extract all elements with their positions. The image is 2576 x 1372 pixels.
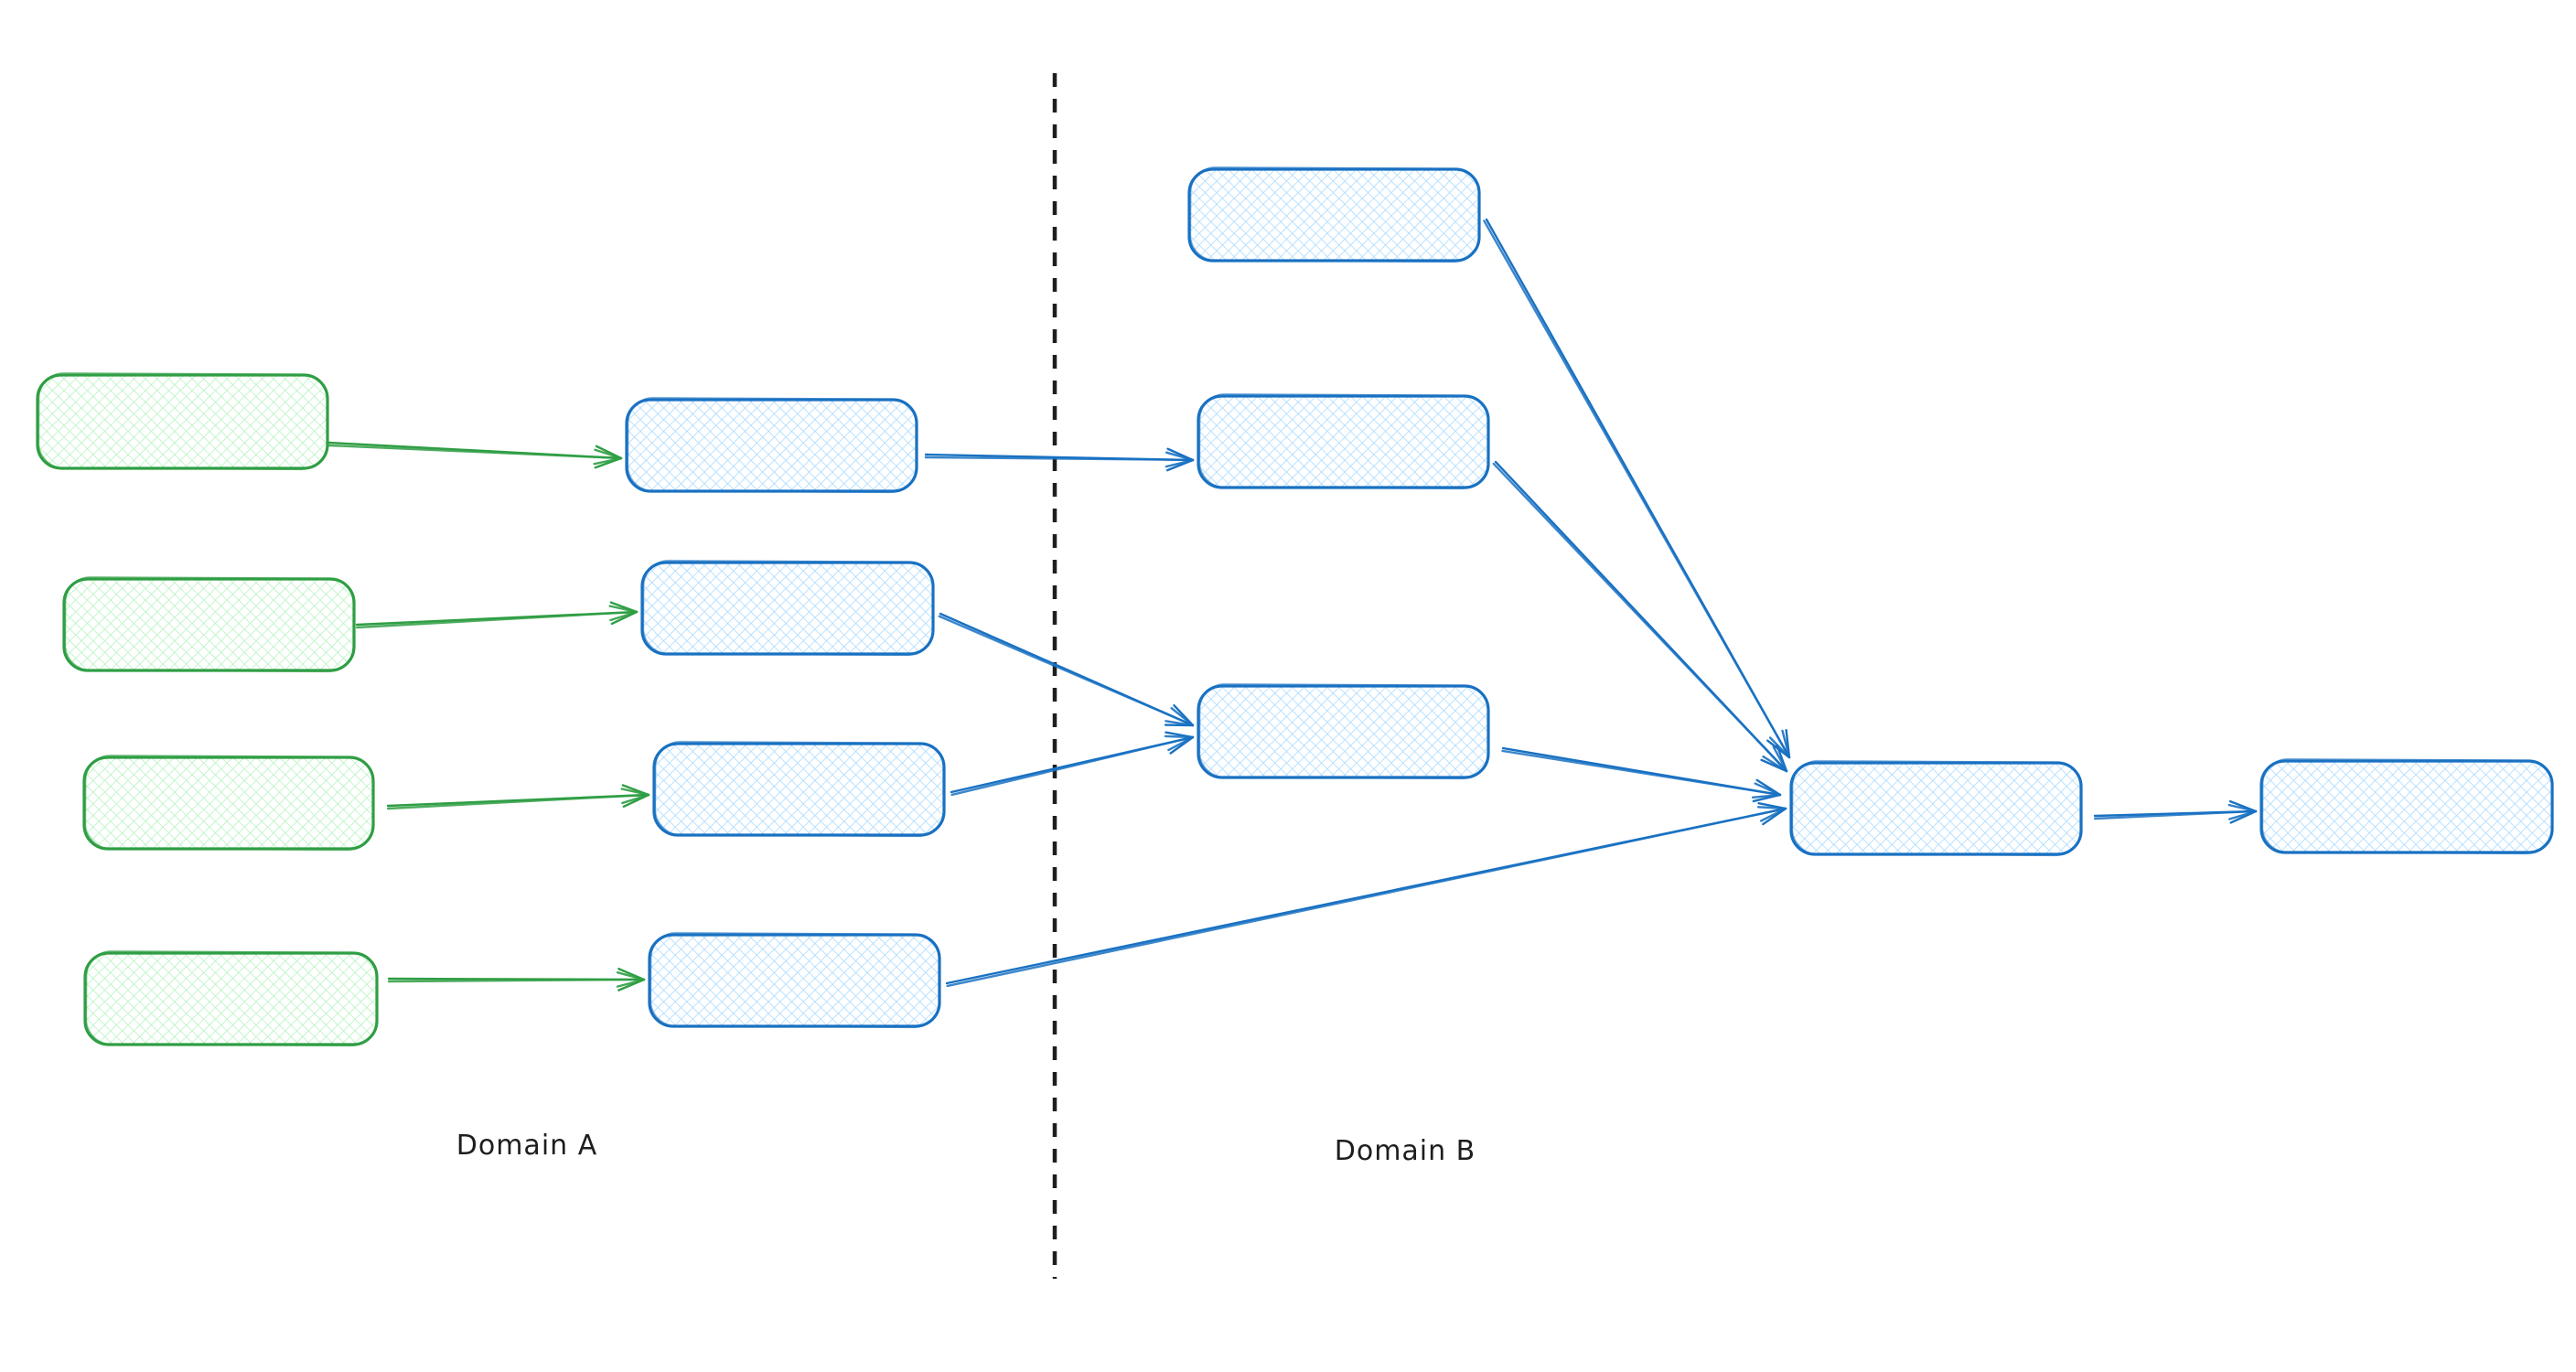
node-service-b-1-sketch-outline [1189, 166, 1480, 263]
node-source-a-3-sketch-outline [84, 754, 374, 852]
node-source-a-2-sketch-outline [64, 575, 355, 673]
node-source-a-4[interactable] [83, 949, 379, 1047]
node-hub-b-box[interactable] [1789, 761, 2083, 856]
arrow-source-a-1_process-a-1[interactable] [327, 441, 623, 469]
node-source-a-3[interactable] [82, 754, 375, 852]
node-source-a-2[interactable] [62, 575, 356, 673]
node-process-a-4-sketch-outline [649, 931, 940, 1029]
arrow-process-a-4_hub-b[interactable] [945, 801, 1787, 988]
domain-b-label: Domain B [1335, 1135, 1476, 1167]
node-service-b-2-box[interactable] [1197, 394, 1490, 489]
arrow-hub-b_output-b[interactable] [2093, 799, 2258, 824]
domain-a-label: Domain A [456, 1130, 597, 1162]
node-process-a-1-sketch-outline [627, 396, 918, 494]
node-service-b-1[interactable] [1187, 166, 1481, 263]
node-output-b-sketch-outline [2261, 757, 2553, 855]
node-process-a-1-box[interactable] [625, 398, 918, 493]
node-process-a-4[interactable] [648, 931, 941, 1029]
node-output-b[interactable] [2259, 757, 2554, 855]
node-process-a-2[interactable] [640, 559, 935, 657]
arrow-source-a-2_process-a-2[interactable] [355, 601, 639, 629]
arrow-service-b-3_hub-b[interactable] [1501, 746, 1782, 803]
arrow-process-a-3_service-b-3[interactable] [950, 731, 1195, 797]
node-service-b-3[interactable] [1197, 682, 1490, 780]
node-process-a-2-sketch-outline [642, 559, 934, 657]
node-output-b-box[interactable] [2259, 759, 2554, 854]
node-service-b-2-sketch-outline [1198, 392, 1489, 490]
node-process-a-1[interactable] [625, 396, 918, 494]
node-process-a-3[interactable] [652, 740, 946, 838]
node-hub-b-sketch-outline [1791, 759, 2082, 857]
node-source-a-1-box[interactable] [36, 373, 329, 470]
node-source-a-1[interactable] [36, 371, 329, 471]
node-service-b-1-box[interactable] [1187, 167, 1481, 263]
node-process-a-4-box[interactable] [648, 933, 941, 1028]
arrow-service-b-1_hub-b[interactable] [1483, 218, 1791, 759]
arrow-source-a-4_process-a-4[interactable] [387, 968, 646, 991]
arrow-process-a-2_service-b-3[interactable] [938, 612, 1195, 727]
node-process-a-3-sketch-outline [654, 740, 945, 838]
node-source-a-1-sketch-outline [38, 371, 328, 471]
arrow-service-b-2_hub-b[interactable] [1492, 460, 1788, 773]
node-source-a-2-box[interactable] [62, 577, 356, 672]
node-source-a-4-sketch-outline [85, 949, 378, 1047]
node-source-a-3-box[interactable] [82, 756, 375, 851]
node-process-a-2-box[interactable] [640, 561, 935, 656]
arrow-process-a-1_service-b-2[interactable] [924, 447, 1195, 472]
node-source-a-4-box[interactable] [83, 951, 379, 1046]
arrow-source-a-3_process-a-3[interactable] [386, 784, 650, 810]
node-hub-b[interactable] [1789, 759, 2083, 857]
node-service-b-3-box[interactable] [1197, 684, 1490, 779]
node-service-b-3-sketch-outline [1198, 682, 1489, 780]
node-process-a-3-box[interactable] [652, 742, 946, 837]
node-service-b-2[interactable] [1197, 392, 1490, 490]
